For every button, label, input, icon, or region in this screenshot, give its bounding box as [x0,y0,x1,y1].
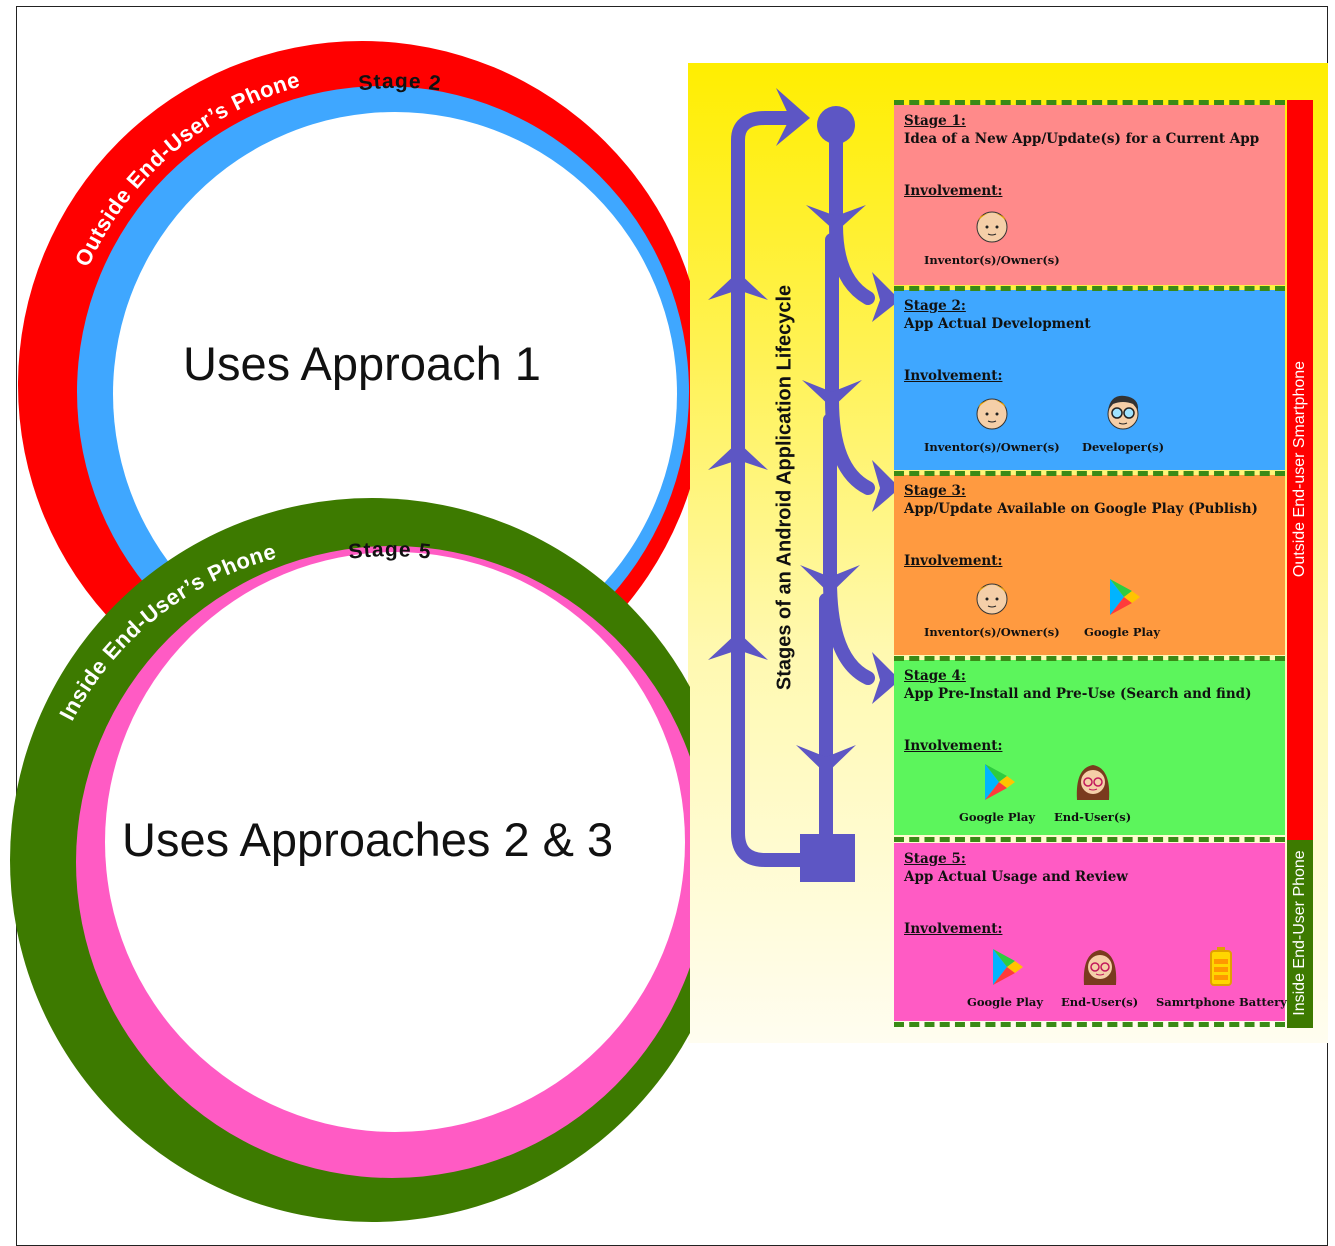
stage-1-title: Stage 1: [904,113,966,129]
end-user-icon [1076,765,1109,800]
stage-4-desc: App Pre-Install and Pre-Use (Search and … [904,686,1252,702]
dashed-divider [894,286,1285,291]
stage-5-actor-end-user: End-User(s) [1061,945,1138,1009]
sidebar-outside: Outside End-user Smartphone [1287,100,1313,840]
stage-3-actor-google-play: Google Play [1084,575,1160,639]
stage-4-title: Stage 4: [904,668,966,684]
stage-3-actor-2-label: Google Play [1084,625,1161,639]
sidebar-inside-label: Inside End-User Phone [1291,850,1308,1016]
stage-3-involvement: Involvement: [904,553,1003,569]
stage-1-actor-inventor: Inventor(s)/Owner(s) [924,203,1060,267]
stage-1-box: Stage 1: Idea of a New App/Update(s) for… [894,105,1285,285]
core-bottom [105,552,685,1132]
inner-label-bottom: Stage 5 [347,538,432,564]
svg-text:Stage 2: Stage 2 [357,70,443,96]
sidebar-outside-label: Outside End-user Smartphone [1291,360,1308,578]
inventor-icon [976,398,1008,430]
lifecycle-label: Stages of an Android Application Lifecyc… [773,284,796,691]
stage-2-involvement: Involvement: [904,368,1003,384]
stage-4-actor-1-label: Google Play [959,810,1036,824]
approach-2-3-text: Uses Approaches 2 & 3 [122,813,614,866]
stage-5-title: Stage 5: [904,851,966,867]
stage-2-desc: App Actual Development [904,316,1091,332]
stage-4-actor-google-play: Google Play [959,760,1035,824]
developer-icon [1107,395,1139,430]
stage-2-box: Stage 2: App Actual Development Involvem… [894,290,1285,470]
stage-3-box: Stage 3: App/Update Available on Google … [894,475,1285,655]
dashed-divider [894,656,1285,661]
dashed-divider [894,471,1285,476]
approach-1-text: Uses Approach 1 [183,337,541,390]
inventor-icon [976,583,1008,615]
stage-5-involvement: Involvement: [904,921,1003,937]
stage-3-actor-inventor: Inventor(s)/Owner(s) [924,575,1060,639]
inventor-icon [976,211,1008,243]
svg-text:Stage 5: Stage 5 [347,538,433,564]
stage-2-actor-1-label: Inventor(s)/Owner(s) [924,440,1060,454]
stage-3-actor-1-label: Inventor(s)/Owner(s) [924,625,1060,639]
stage-5-actor-3-label: Samrtphone Battery [1156,995,1287,1009]
dashed-divider [894,100,1285,105]
sidebar-inside: Inside End-User Phone [1287,840,1313,1028]
stage-2-actor-2-label: Developer(s) [1082,440,1165,454]
stage-2-actor-inventor: Inventor(s)/Owner(s) [924,390,1060,454]
google-play-icon [985,764,1016,800]
stage-1-involvement: Involvement: [904,183,1003,199]
stage-3-title: Stage 3: [904,483,966,499]
stage-4-actor-2-label: End-User(s) [1054,810,1132,824]
stage-5-actor-battery: Samrtphone Battery [1156,945,1287,1009]
stage-4-involvement: Involvement: [904,738,1003,754]
stage-4-box: Stage 4: App Pre-Install and Pre-Use (Se… [894,660,1285,835]
stage-5-box: Stage 5: App Actual Usage and Review Inv… [894,843,1287,1021]
stage-2-title: Stage 2: [904,298,966,314]
inner-label-top: Stage 2 [357,70,442,96]
stage-5-actor-2-label: End-User(s) [1061,995,1139,1009]
stage-1-actor-label: Inventor(s)/Owner(s) [924,253,1060,267]
google-play-icon [993,949,1024,985]
google-play-icon [1110,579,1141,615]
stage-5-desc: App Actual Usage and Review [904,869,1128,885]
stage-1-desc: Idea of a New App/Update(s) for a Curren… [904,131,1260,147]
dashed-divider [894,837,1285,842]
battery-icon [1210,947,1233,986]
end-user-icon [1083,950,1116,985]
stage-5-actor-1-label: Google Play [967,995,1044,1009]
stage-3-desc: App/Update Available on Google Play (Pub… [904,501,1258,517]
dashed-divider [894,1022,1285,1027]
stage-2-actor-developer: Developer(s) [1082,390,1164,454]
stage-4-actor-end-user: End-User(s) [1054,760,1131,824]
stage-5-actor-google-play: Google Play [967,945,1043,1009]
